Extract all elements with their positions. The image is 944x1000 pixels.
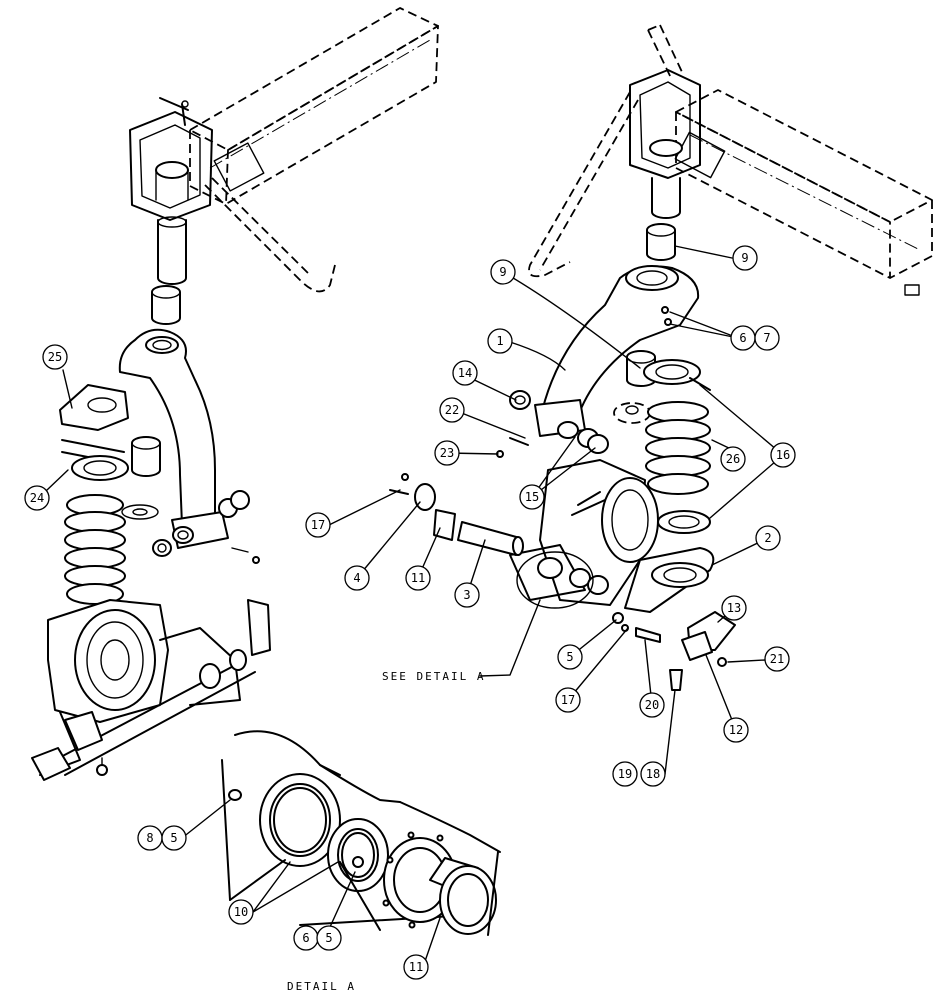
callout-23: 23 (434, 440, 460, 466)
svg-text:23: 23 (440, 446, 454, 460)
callout-1: 1 (487, 328, 513, 354)
right-axle-clamp (612, 611, 736, 691)
svg-text:10: 10 (234, 905, 248, 919)
svg-text:5: 5 (325, 931, 332, 945)
svg-text:19: 19 (618, 767, 632, 781)
detail-a-view (221, 730, 501, 936)
callout-5-detail: 5 (316, 925, 342, 951)
svg-text:18: 18 (646, 767, 660, 781)
left-washers (152, 490, 260, 564)
left-arm (118, 328, 229, 549)
callout-26: 26 (720, 446, 746, 472)
left-bushing (151, 285, 181, 325)
callout-2: 2 (755, 525, 781, 551)
left-mount-bracket (129, 97, 336, 293)
svg-text:4: 4 (353, 571, 360, 585)
callout-10: 10 (228, 899, 254, 925)
right-washers (496, 390, 609, 458)
svg-text:25: 25 (48, 350, 62, 364)
left-spindle (157, 216, 187, 285)
callout-17-right: 17 (555, 687, 581, 713)
svg-text:7: 7 (763, 331, 770, 345)
svg-text:11: 11 (411, 571, 425, 585)
svg-text:9: 9 (741, 251, 748, 265)
svg-text:5: 5 (566, 650, 573, 664)
right-assembly (389, 24, 933, 691)
callout-5-right: 5 (557, 644, 583, 670)
svg-text:5: 5 (170, 831, 177, 845)
callout-5-detail-left: 5 (161, 825, 187, 851)
left-upper-bushing (121, 436, 161, 520)
callout-8: 8 (137, 825, 163, 851)
svg-text:3: 3 (463, 588, 470, 602)
callout-3: 3 (454, 582, 480, 608)
callout-14: 14 (452, 360, 478, 386)
left-assembly (31, 7, 439, 781)
callout-20: 20 (639, 692, 665, 718)
callout-22: 22 (439, 397, 465, 423)
callout-25: 25 (42, 344, 68, 370)
svg-text:6: 6 (302, 931, 309, 945)
callout-15: 15 (519, 484, 545, 510)
callout-16: 16 (770, 442, 796, 468)
see-detail-note: SEE DETAIL A (382, 670, 485, 683)
callout-4: 4 (344, 565, 370, 591)
svg-text:6: 6 (739, 331, 746, 345)
callout-bubbles: 25 24 9 9 1 6 7 14 22 23 15 16 26 17 4 1… (24, 245, 796, 980)
right-arm (534, 265, 700, 439)
right-mount-bracket (528, 24, 701, 278)
callout-11-detail: 11 (403, 954, 429, 980)
left-spring-bracket (59, 384, 129, 481)
svg-text:17: 17 (561, 693, 575, 707)
right-bushing-top (646, 223, 676, 261)
callout-6-detail: 6 (293, 925, 319, 951)
svg-text:1: 1 (496, 334, 503, 348)
callout-7: 7 (754, 325, 780, 351)
callout-24: 24 (24, 485, 50, 511)
callout-9-upper: 9 (490, 259, 516, 285)
svg-text:12: 12 (729, 723, 743, 737)
left-axle-housing (31, 599, 271, 781)
svg-text:11: 11 (409, 960, 423, 974)
svg-text:21: 21 (770, 652, 784, 666)
svg-text:22: 22 (445, 403, 459, 417)
callout-17-left: 17 (305, 512, 331, 538)
svg-text:9: 9 (499, 265, 506, 279)
svg-text:8: 8 (146, 831, 153, 845)
callout-11-upper: 11 (405, 565, 431, 591)
callout-13: 13 (721, 595, 747, 621)
svg-text:24: 24 (30, 491, 44, 505)
right-axle-housing (509, 459, 715, 613)
right-spring-seat (643, 359, 711, 391)
detail-a-title: DETAIL A (287, 980, 356, 993)
left-frame-beam (189, 7, 439, 205)
svg-text:20: 20 (645, 698, 659, 712)
callout-19: 19 (612, 761, 638, 787)
svg-text:14: 14 (458, 366, 472, 380)
callout-21: 21 (764, 646, 790, 672)
callout-9-top: 9 (732, 245, 758, 271)
svg-text:16: 16 (776, 448, 790, 462)
right-spindle (651, 177, 681, 219)
right-frame-beam (674, 89, 933, 296)
svg-text:26: 26 (726, 452, 740, 466)
svg-text:13: 13 (727, 601, 741, 615)
svg-text:17: 17 (311, 518, 325, 532)
right-shaft (389, 473, 524, 556)
leader-lines (46, 245, 784, 968)
svg-text:2: 2 (764, 531, 771, 545)
right-lower-spring-seat (657, 510, 711, 534)
svg-text:15: 15 (525, 490, 539, 504)
left-coil-spring (64, 494, 126, 605)
right-coil-spring (645, 401, 711, 495)
callout-12: 12 (723, 717, 749, 743)
callout-18: 18 (640, 761, 666, 787)
callout-6-top: 6 (730, 325, 756, 351)
